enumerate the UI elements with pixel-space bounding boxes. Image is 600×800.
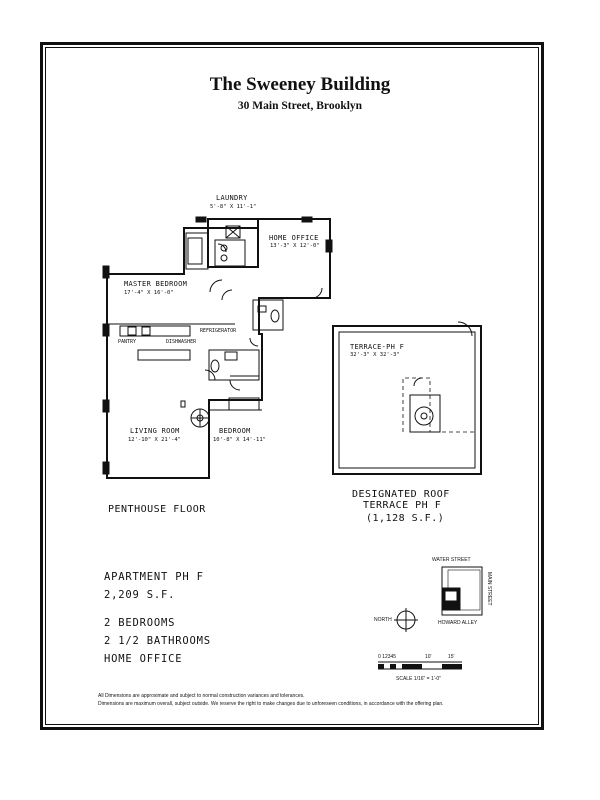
pantry-label: PANTRY (118, 339, 137, 345)
north-arrow-icon (394, 608, 418, 632)
refrigerator-label: REFRIGERATOR (200, 328, 237, 334)
apartment-name: APARTMENT PH F (104, 571, 204, 583)
terrace-dimensions: 32'-3" X 32'-3" (350, 352, 400, 358)
bedroom-count: 2 BEDROOMS (104, 617, 176, 629)
disclaimer-line2: Dimensions are maximum overall, subject … (98, 701, 444, 707)
apartment-area: 2,209 S.F. (104, 589, 176, 601)
terrace-label: TERRACE-PH F (350, 343, 405, 351)
laundry-dimensions: 5'-8" X 11'-1" (210, 204, 257, 210)
page-inner-border (45, 47, 539, 725)
roof-caption-line1: DESIGNATED ROOF (352, 489, 450, 500)
bathroom-count: 2 1/2 BATHROOMS (104, 635, 211, 647)
living-room-label: LIVING ROOM (130, 427, 180, 435)
bedroom-dimensions: 10'-8" X 14'-11" (213, 437, 266, 443)
master-bedroom-label: MASTER BEDROOM (124, 280, 188, 288)
scale-label: SCALE 1/16" = 1'-0" (396, 676, 441, 682)
laundry-label: LAUNDRY (216, 194, 248, 202)
page-border (40, 42, 544, 730)
roof-area-caption: (1,128 S.F.) (366, 513, 445, 524)
scale-ten: 10' (425, 654, 432, 660)
building-address: 30 Main Street, Brooklyn (237, 100, 363, 112)
building-title: The Sweeney Building (209, 74, 391, 95)
howard-alley-label: HOWARD ALLEY (438, 620, 478, 626)
home-office-feature: HOME OFFICE (104, 653, 183, 665)
north-label: NORTH (374, 617, 392, 623)
master-bedroom-dimensions: 17'-4" X 16'-0" (124, 290, 174, 296)
scale-fifteen: 15' (448, 654, 455, 660)
penthouse-floor-caption: PENTHOUSE FLOOR (108, 504, 206, 515)
disclaimer-line1: All Dimensions are approximate and subje… (98, 693, 305, 699)
terrace-outline (332, 325, 482, 475)
scale-bar (378, 661, 462, 670)
home-office-dimensions: 13'-3" X 12'-0" (270, 243, 320, 249)
main-street-label: MAIN STREET (486, 572, 492, 606)
bedroom-label: BEDROOM (219, 427, 251, 435)
scale-ticks: 0 12345 (378, 654, 397, 660)
apartment-outline (106, 218, 331, 479)
water-street-label: WATER STREET (432, 557, 471, 563)
roof-caption-line2: TERRACE PH F (363, 500, 442, 511)
home-office-label: HOME OFFICE (269, 234, 319, 242)
living-room-dimensions: 12'-10" X 21'-4" (128, 437, 181, 443)
dishwasher-label: DISHWASHER (166, 339, 197, 345)
